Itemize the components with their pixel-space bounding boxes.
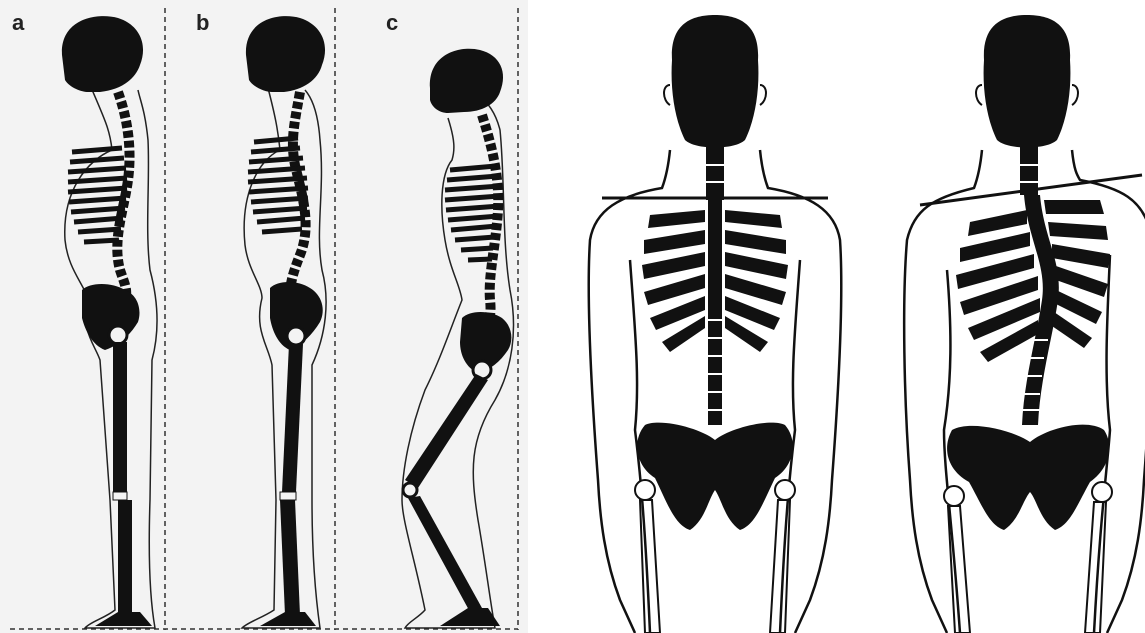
femur	[113, 342, 127, 492]
skull	[672, 15, 759, 148]
pelvis	[947, 425, 1109, 530]
ribcage	[445, 166, 500, 260]
skull	[62, 16, 143, 92]
spine	[482, 115, 498, 330]
sagittal-posture-panel: a b c	[0, 0, 528, 633]
skeleton-a	[62, 16, 157, 628]
skull	[984, 15, 1071, 148]
tibia	[280, 500, 300, 615]
foot	[440, 608, 500, 626]
tibia	[118, 500, 132, 615]
ear	[1072, 85, 1078, 105]
femur	[282, 344, 303, 492]
tibia	[408, 496, 482, 612]
hip-joint	[109, 326, 127, 344]
ear	[976, 85, 982, 105]
panel-label-b: b	[196, 10, 209, 36]
panel-label-a: a	[12, 10, 24, 36]
posterior-skeleton-normal	[589, 15, 842, 633]
foot	[95, 612, 152, 626]
knee	[113, 492, 127, 500]
cervical-spine	[706, 145, 724, 200]
femur	[405, 374, 488, 488]
posterior-posture-panel	[540, 0, 1145, 633]
skeleton-c	[402, 49, 514, 628]
ribcage	[68, 148, 127, 242]
ear	[760, 85, 766, 105]
posterior-skeletons	[540, 0, 1145, 633]
knee	[403, 483, 417, 497]
ear	[664, 85, 670, 105]
knee	[280, 492, 296, 500]
hip-joint	[287, 327, 305, 345]
hip-joint	[1092, 482, 1112, 502]
hip-joint	[944, 486, 964, 506]
skeleton-b	[242, 16, 326, 628]
body-outline	[65, 85, 157, 628]
panel-label-c: c	[386, 10, 398, 36]
skull	[246, 16, 325, 92]
hip-joint	[635, 480, 655, 500]
cervical-spine	[1020, 145, 1038, 195]
hip-joint	[775, 480, 795, 500]
skull	[430, 49, 503, 113]
sagittal-skeletons	[0, 0, 528, 633]
pelvis	[637, 423, 793, 530]
posterior-skeleton-asymmetric	[904, 15, 1145, 633]
